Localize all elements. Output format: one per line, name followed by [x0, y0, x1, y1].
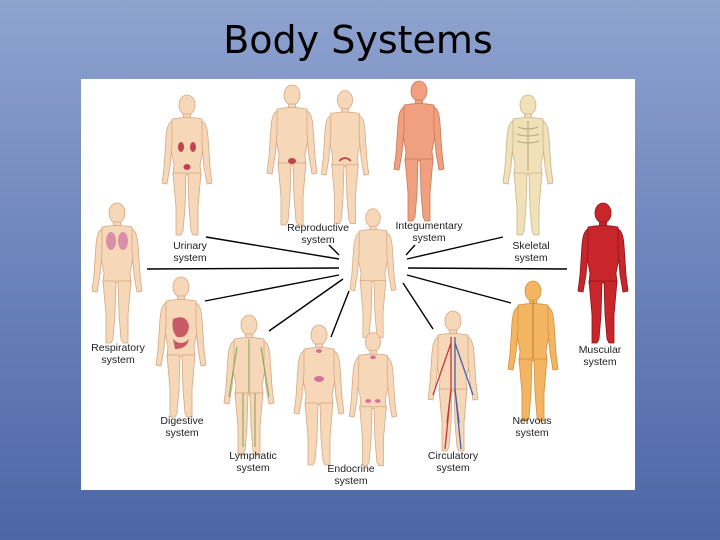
line-circulatory: [402, 282, 434, 330]
figure-reproductive-male: [266, 84, 318, 226]
figure-respiratory: [91, 202, 143, 344]
line-integumentary: [405, 244, 416, 256]
line-digestive: [204, 274, 340, 302]
bladder: [183, 164, 191, 170]
connector-lines: [146, 236, 568, 338]
lung-left: [106, 232, 116, 250]
figure-circulatory: [427, 310, 479, 452]
line-urinary: [205, 236, 340, 260]
line-reproductive: [328, 244, 340, 256]
lung-right: [118, 232, 128, 250]
line-respiratory: [146, 267, 340, 270]
line-muscular: [407, 267, 568, 270]
stomach: [172, 317, 189, 338]
figure-urinary: [161, 94, 213, 236]
figure-endocrine-female: [348, 332, 398, 467]
figure-reproductive-female: [320, 90, 370, 225]
figure-muscular: [577, 202, 629, 344]
kidney-left: [178, 142, 184, 152]
line-nervous: [406, 274, 512, 304]
slide-title: Body Systems: [223, 18, 493, 62]
line-lymphatic: [268, 278, 344, 332]
figure-endocrine-male: [293, 324, 345, 466]
line-endocrine: [330, 290, 350, 338]
line-skeletal: [406, 236, 504, 260]
figure-skeletal: [502, 94, 554, 236]
figure-integumentary: [393, 80, 445, 222]
kidney-right: [190, 142, 196, 152]
figure-nervous: [507, 280, 559, 422]
figure-central: [349, 208, 397, 339]
figure-lymphatic: [223, 314, 275, 456]
figure-digestive: [155, 276, 207, 418]
